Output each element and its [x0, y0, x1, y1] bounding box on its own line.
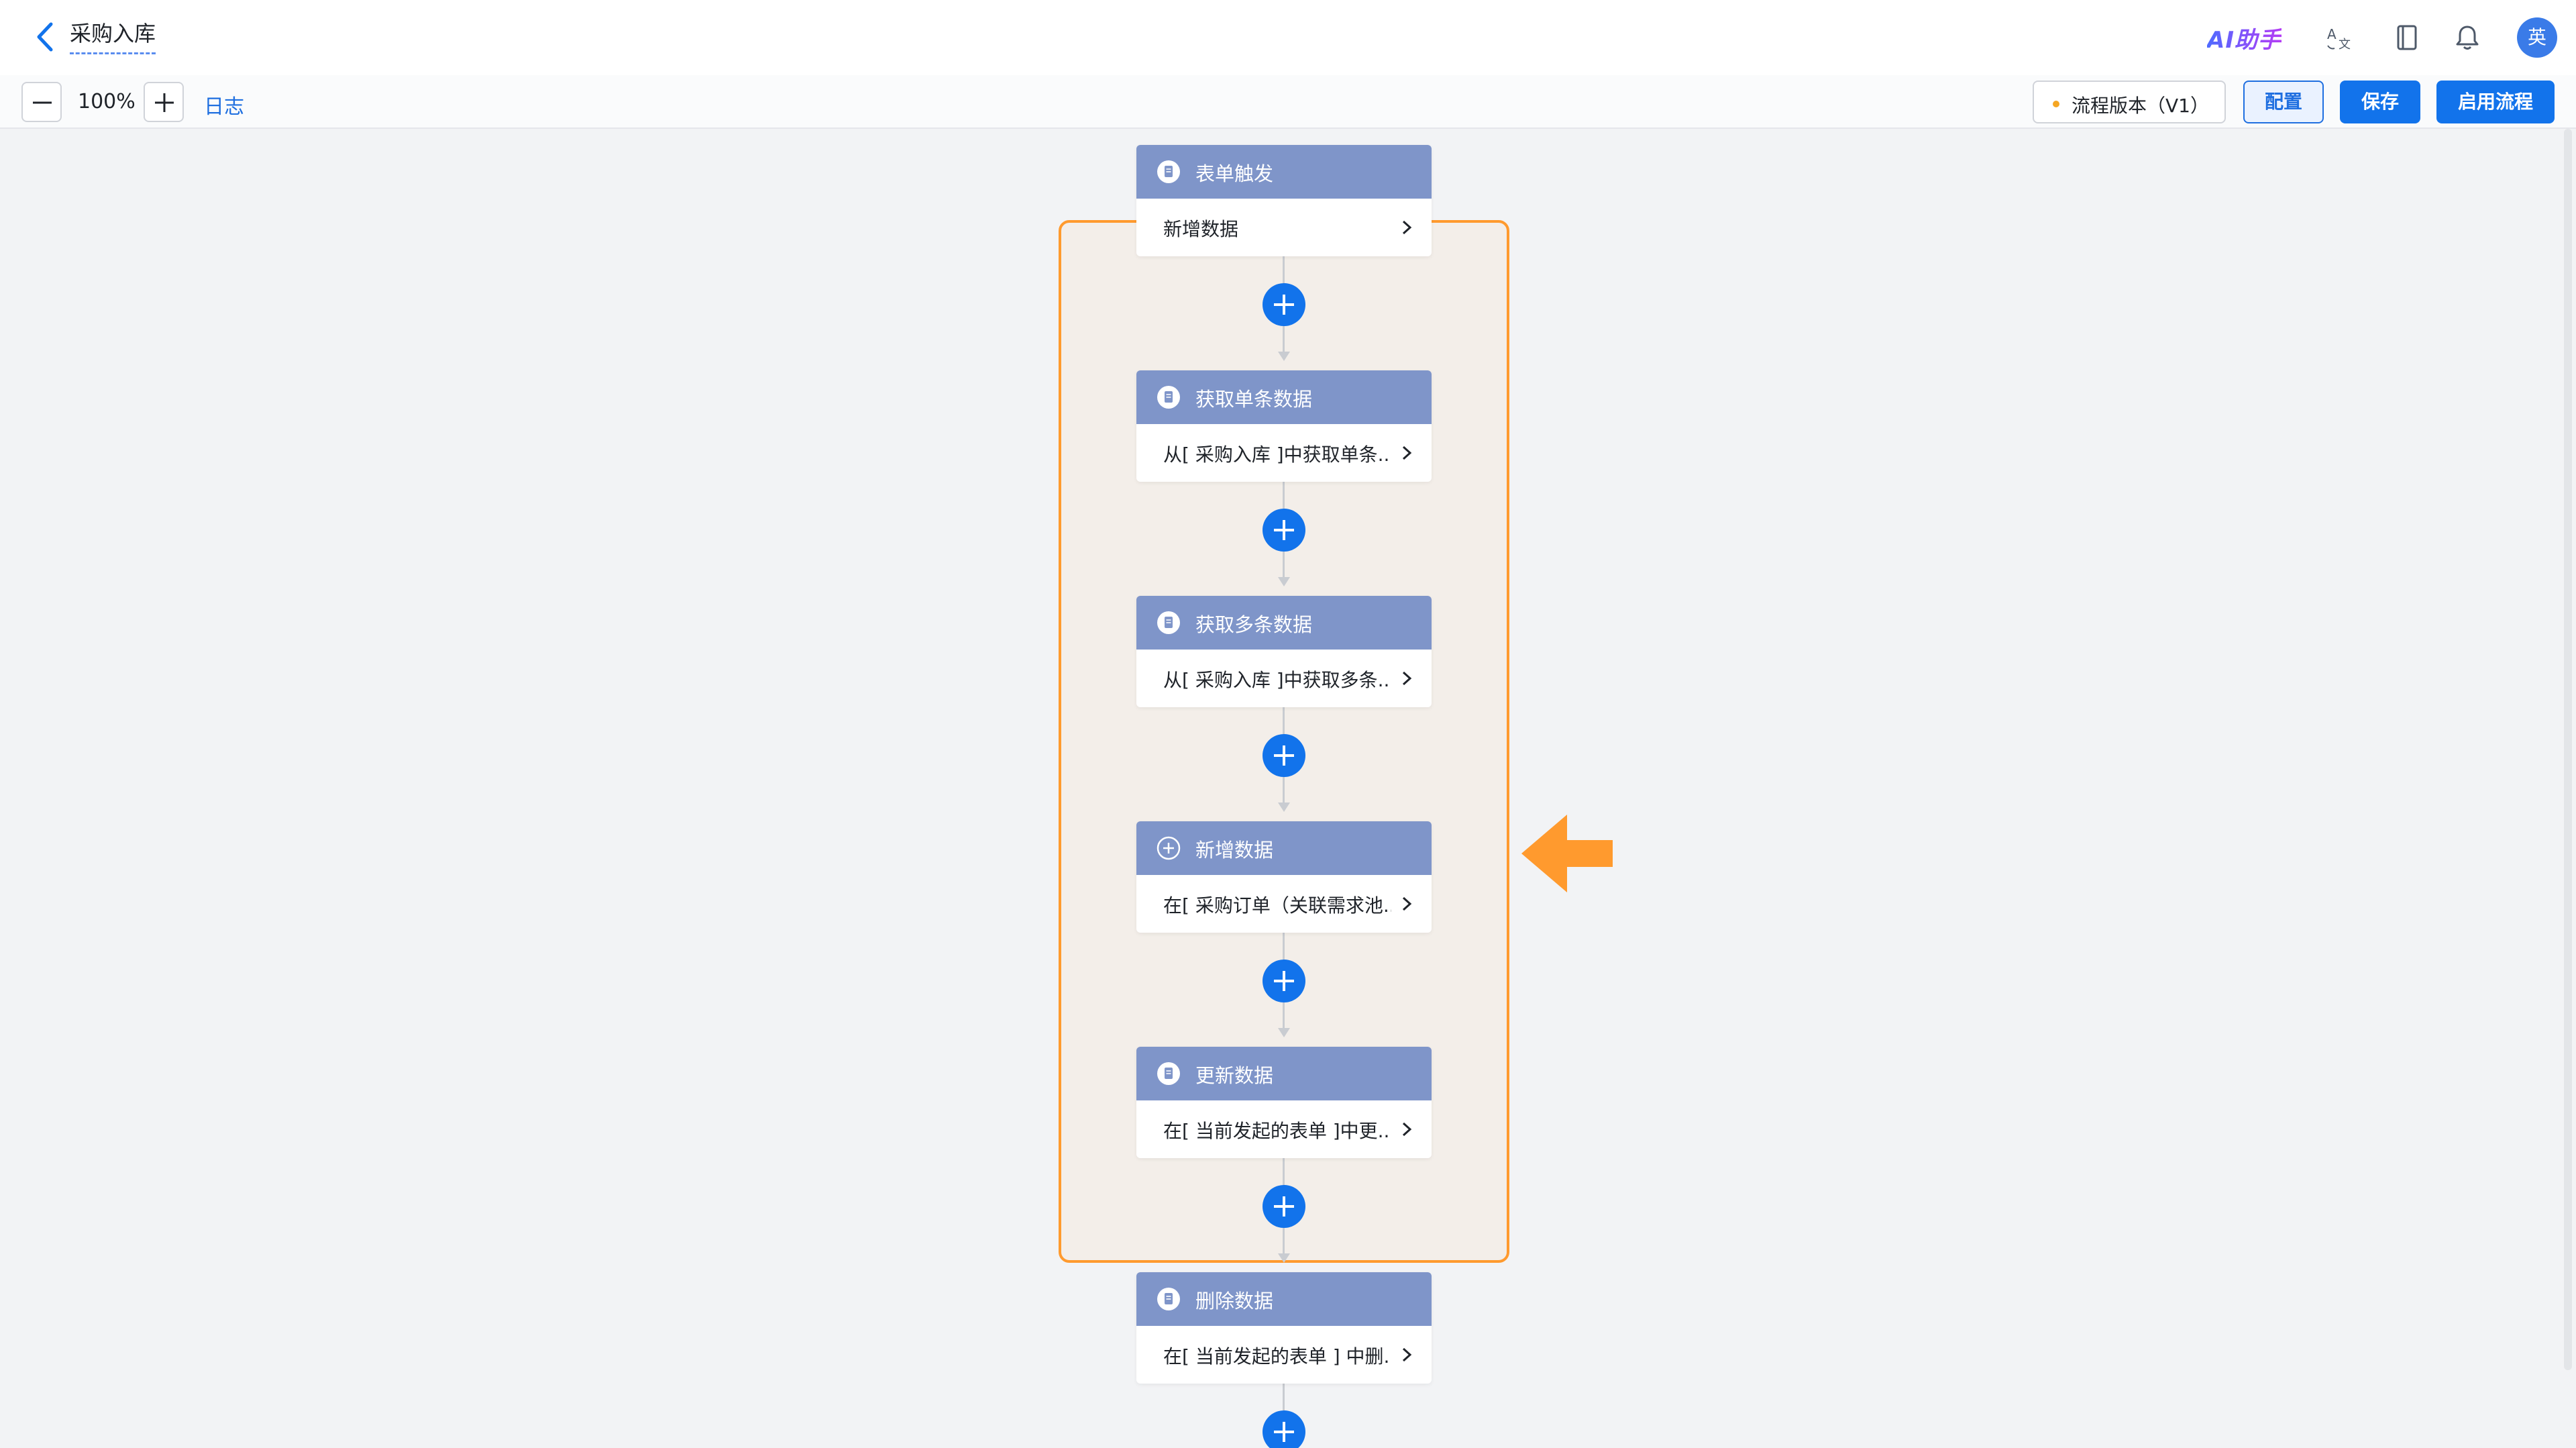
form-icon [1157, 386, 1180, 409]
ai-assistant-button[interactable]: AI助手 [2207, 21, 2282, 54]
node-title: 新增数据 [1195, 839, 1274, 862]
plus-icon [1274, 971, 1294, 991]
vertical-scrollbar[interactable] [2564, 129, 2572, 1370]
node-description: 在[ 当前发起的表单 ] 中删... [1163, 1345, 1391, 1367]
node-description: 在[ 当前发起的表单 ]中更... [1163, 1120, 1391, 1142]
node-body: 从[ 采购入库 ]中获取多条... [1136, 650, 1432, 707]
add-node-button[interactable] [1263, 1410, 1305, 1448]
svg-text:A: A [2327, 26, 2337, 42]
save-button[interactable]: 保存 [2340, 81, 2420, 123]
connector-line [1283, 1384, 1285, 1410]
add-node-button[interactable] [1263, 1185, 1305, 1228]
node-title: 删除数据 [1195, 1290, 1274, 1312]
avatar[interactable]: 英 [2517, 17, 2557, 58]
flow-node-add-data[interactable]: 新增数据 在[ 采购订单（关联需求池... [1136, 821, 1432, 933]
node-header: 更新数据 [1136, 1047, 1432, 1100]
flow-node-update-data[interactable]: 更新数据 在[ 当前发起的表单 ]中更... [1136, 1047, 1432, 1158]
node-description: 从[ 采购入库 ]中获取单条... [1163, 444, 1391, 466]
flow-node-get-multiple[interactable]: 获取多条数据 从[ 采购入库 ]中获取多条... [1136, 596, 1432, 707]
node-header: 删除数据 [1136, 1272, 1432, 1326]
plus-icon [1274, 1196, 1294, 1217]
bell-icon[interactable] [2453, 23, 2482, 52]
toolbar: 100% 日志 流程版本（V1） 配置 保存 启用流程 [0, 75, 2576, 129]
log-link[interactable]: 日志 [204, 95, 244, 119]
svg-text:文: 文 [2339, 38, 2351, 52]
translate-icon[interactable]: A 文 [2325, 23, 2355, 52]
notebook-icon[interactable] [2392, 23, 2422, 52]
plus-icon [1274, 745, 1294, 766]
node-description: 新增数据 [1163, 218, 1239, 240]
zoom-level: 100% [78, 90, 136, 113]
node-title: 获取单条数据 [1195, 388, 1313, 411]
flow-node-delete-data[interactable]: 删除数据 在[ 当前发起的表单 ] 中删... [1136, 1272, 1432, 1384]
connector-arrow [1278, 803, 1290, 812]
node-body: 在[ 当前发起的表单 ]中更... [1136, 1100, 1432, 1158]
add-node-button[interactable] [1263, 283, 1305, 326]
plus-icon [1274, 295, 1294, 315]
add-node-button[interactable] [1263, 960, 1305, 1002]
page-title[interactable]: 采购入库 [70, 19, 156, 54]
top-bar: 采购入库 AI助手 A 文 英 [0, 0, 2576, 75]
add-node-button[interactable] [1263, 509, 1305, 552]
node-body: 从[ 采购入库 ]中获取单条... [1136, 424, 1432, 482]
zoom-out-button[interactable] [21, 82, 62, 122]
node-description: 从[ 采购入库 ]中获取多条... [1163, 669, 1391, 691]
chevron-right-icon [1402, 671, 1412, 686]
form-icon [1157, 160, 1180, 183]
flow-node-get-single[interactable]: 获取单条数据 从[ 采购入库 ]中获取单条... [1136, 370, 1432, 482]
chevron-right-icon [1402, 220, 1412, 235]
chevron-left-icon [37, 22, 53, 52]
form-icon [1157, 611, 1180, 634]
enable-flow-button[interactable]: 启用流程 [2436, 81, 2555, 123]
zoom-in-button[interactable] [144, 82, 184, 122]
add-node-button[interactable] [1263, 734, 1305, 777]
status-dot [2053, 101, 2059, 107]
back-button[interactable] [32, 20, 59, 54]
node-title: 获取多条数据 [1195, 613, 1313, 636]
node-body: 在[ 采购订单（关联需求池... [1136, 875, 1432, 933]
version-selector[interactable]: 流程版本（V1） [2033, 81, 2226, 123]
form-icon [1157, 1288, 1180, 1310]
node-title: 表单触发 [1195, 162, 1274, 185]
connector-arrow [1278, 1028, 1290, 1037]
node-body: 在[ 当前发起的表单 ] 中删... [1136, 1326, 1432, 1384]
plus-icon [155, 93, 174, 112]
flow-node-form-trigger[interactable]: 表单触发 新增数据 [1136, 145, 1432, 256]
chevron-right-icon [1402, 896, 1412, 911]
plus-circle-icon [1157, 836, 1181, 860]
plus-icon [1274, 1422, 1294, 1442]
node-header: 获取多条数据 [1136, 596, 1432, 650]
annotation-arrow-icon [1521, 815, 1613, 892]
chevron-right-icon [1402, 446, 1412, 460]
node-header: 表单触发 [1136, 145, 1432, 199]
connector-arrow [1278, 352, 1290, 361]
connector-arrow [1278, 1253, 1290, 1263]
node-header: 获取单条数据 [1136, 370, 1432, 424]
node-description: 在[ 采购订单（关联需求池... [1163, 894, 1391, 917]
node-title: 更新数据 [1195, 1064, 1274, 1087]
chevron-right-icon [1402, 1122, 1412, 1137]
connector-arrow [1278, 577, 1290, 586]
node-body: 新增数据 [1136, 199, 1432, 256]
config-button[interactable]: 配置 [2243, 81, 2324, 123]
minus-icon [33, 101, 52, 104]
version-label: 流程版本（V1） [2072, 95, 2209, 117]
node-header: 新增数据 [1136, 821, 1432, 875]
chevron-right-icon [1402, 1347, 1412, 1362]
form-icon [1157, 1062, 1180, 1085]
plus-icon [1274, 520, 1294, 540]
